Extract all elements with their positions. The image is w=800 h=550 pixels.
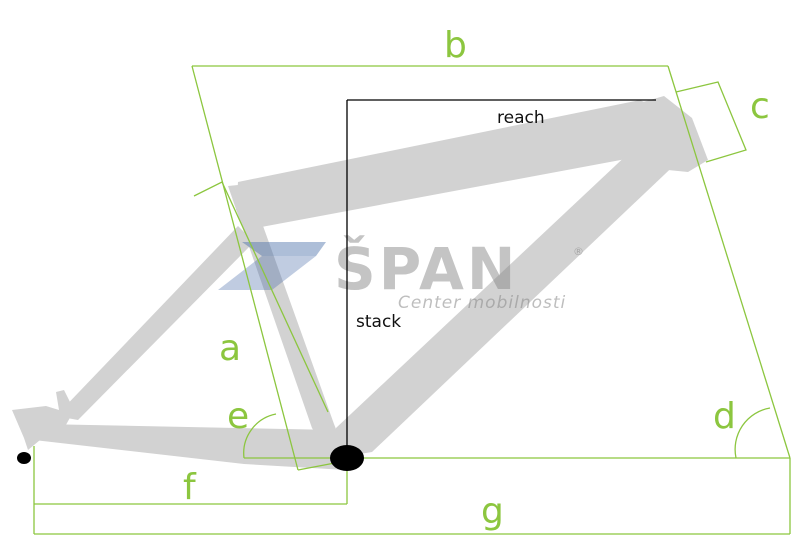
label-f: f xyxy=(183,467,197,508)
registered-mark: ® xyxy=(573,245,584,258)
bike-frame xyxy=(12,96,708,470)
dimension-labels: b c a e d f g xyxy=(183,25,770,532)
label-d: d xyxy=(713,396,736,437)
seat-tube-length-bracket xyxy=(193,181,329,413)
rear-axle-dot xyxy=(17,452,31,464)
brake-mount xyxy=(56,390,76,416)
label-stack: stack xyxy=(356,312,401,332)
head-angle-arc xyxy=(734,407,771,459)
seat-stay xyxy=(56,226,254,420)
rear-dropout xyxy=(12,406,72,450)
logo-mark-top xyxy=(242,242,326,256)
head-tube xyxy=(636,96,708,172)
seat-angle-line xyxy=(191,65,299,471)
head-tube-length-bracket xyxy=(675,81,747,163)
seat-angle-arc xyxy=(243,413,277,459)
bottom-bracket-dot xyxy=(330,445,364,471)
down-tube xyxy=(336,120,684,458)
chain-stay xyxy=(34,424,346,470)
label-b: b xyxy=(444,25,467,66)
label-a: a xyxy=(219,328,241,369)
head-angle-line xyxy=(667,65,791,459)
top-tube xyxy=(236,100,676,228)
label-e: e xyxy=(227,396,249,437)
brand-tagline: Center mobilnosti xyxy=(398,293,566,313)
stack-reach-lines xyxy=(346,99,656,458)
logo-mark-bottom xyxy=(218,256,316,290)
dimension-lines xyxy=(33,65,791,535)
label-c: c xyxy=(750,86,770,127)
label-reach: reach xyxy=(497,108,545,128)
brand-name: ŠPAN xyxy=(334,234,518,303)
brand-watermark: ŠPAN ® Center mobilnosti xyxy=(218,234,584,313)
label-g: g xyxy=(481,491,504,532)
